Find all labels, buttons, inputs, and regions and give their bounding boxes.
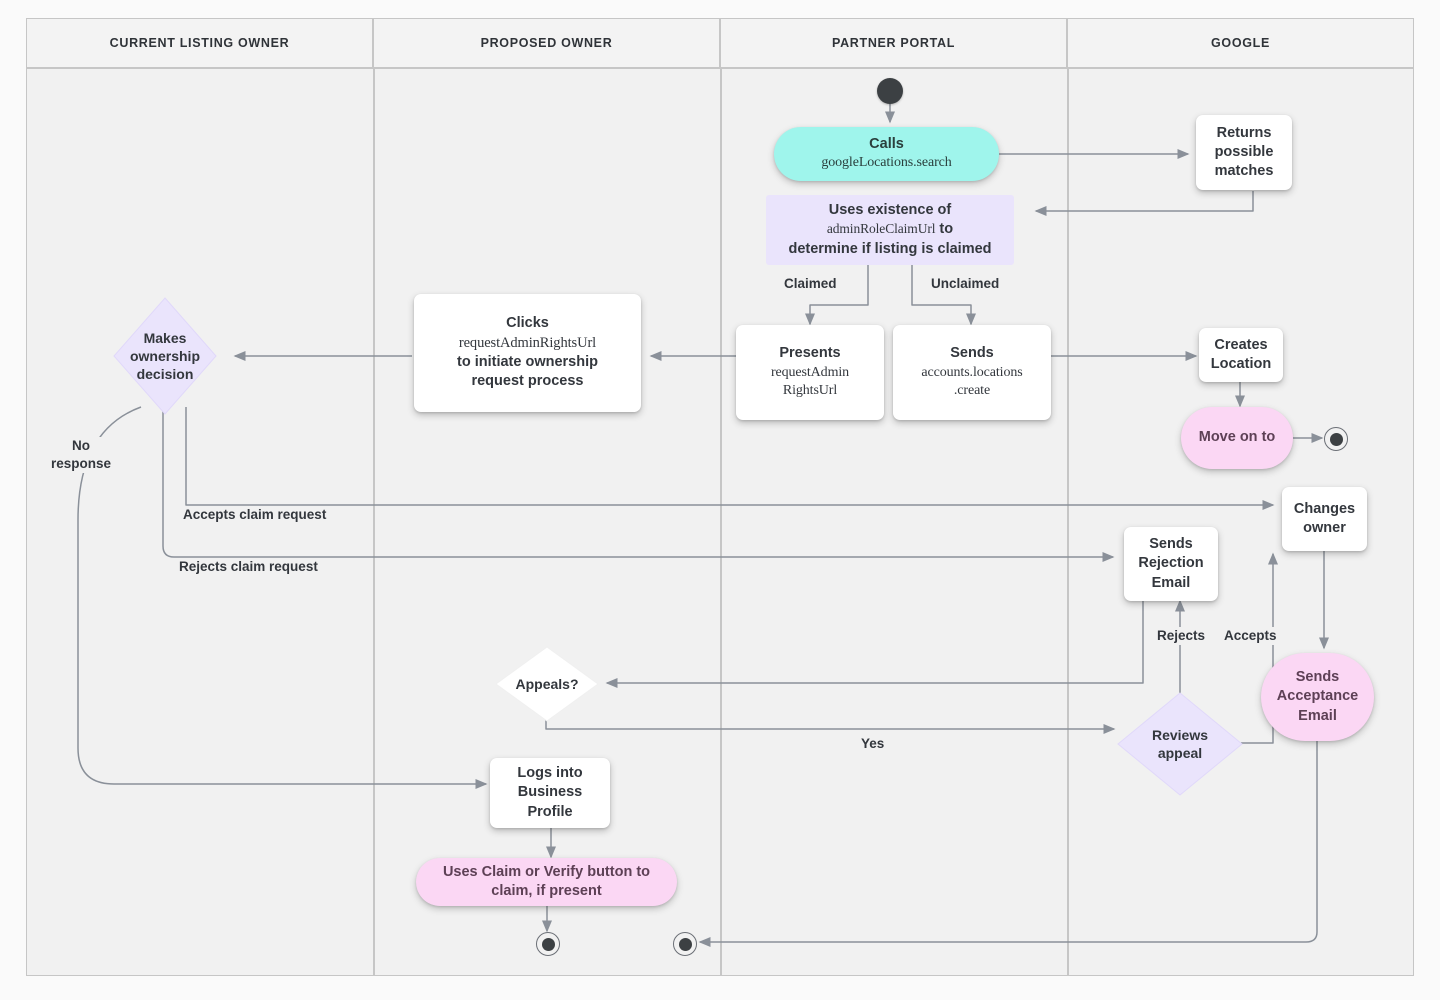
edge-decision-accepts [185, 407, 1275, 510]
node-line: Makes [143, 329, 187, 346]
node-move-on-to[interactable]: Move on to [1181, 407, 1293, 469]
edge-label-rejects: Rejects [1154, 627, 1209, 646]
edge-label-yes: Yes [858, 735, 888, 754]
node-line: Logs into [517, 765, 583, 782]
node-changes-owner[interactable]: Changes owner [1282, 487, 1367, 551]
node-line-mono: googleLocations.search [821, 155, 952, 171]
node-line-mono: requestAdminRightsUrl [458, 334, 597, 351]
node-line: possible [1214, 143, 1274, 160]
diamond-shape [113, 297, 217, 415]
node-line: Location [1210, 356, 1272, 372]
edge-acceptance-to-end [698, 740, 1318, 947]
lane-label: GOOGLE [1211, 36, 1270, 50]
node-uses-claim-or-verify-button[interactable]: Uses Claim or Verify button to claim, if… [416, 858, 677, 906]
edge-appeals-yes [545, 719, 1116, 734]
lane-header-partner-portal: PARTNER PORTAL [720, 18, 1067, 68]
end-node-google [1324, 427, 1348, 451]
node-line: Rejection [1138, 555, 1204, 572]
lane-header-google: GOOGLE [1067, 18, 1414, 68]
node-line-mono: requestAdmin [770, 364, 850, 380]
edge-uses-unclaimed [911, 265, 976, 326]
start-node [877, 78, 903, 104]
node-line: Email [1298, 707, 1337, 724]
node-line: Returns [1216, 124, 1272, 141]
node-line: Sends [1295, 669, 1340, 686]
node-line: Changes [1293, 500, 1356, 517]
node-line: Sends [1149, 536, 1193, 553]
edge-decision-rejects [162, 407, 1115, 562]
node-line: claim, if present [491, 883, 602, 899]
lane-label: PARTNER PORTAL [831, 36, 956, 50]
node-line: Appeals? [515, 675, 579, 692]
node-reviews-appeal[interactable]: Reviews appeal [1117, 692, 1243, 796]
lane-divider-2 [720, 68, 722, 976]
node-line-mono: accounts.locations [921, 364, 1023, 380]
edge-rejection-to-appeals [605, 600, 1144, 688]
node-line: matches [1214, 163, 1274, 180]
node-line: ownership [129, 347, 200, 364]
node-appeals-decision[interactable]: Appeals? [495, 646, 599, 722]
node-creates-location[interactable]: Creates Location [1199, 328, 1283, 382]
node-line-mono: RightsUrl [782, 383, 838, 399]
node-line: owner [1303, 520, 1346, 536]
lane-header-current-listing-owner: CURRENT LISTING OWNER [26, 18, 373, 68]
node-sends-acceptance-email[interactable]: Sends Acceptance Email [1261, 653, 1374, 741]
edge-label-unclaimed: Unclaimed [928, 275, 1003, 294]
edge-label-claimed: Claimed [781, 275, 840, 294]
node-presents-request-admin-rights-url[interactable]: Presents requestAdmin RightsUrl [736, 325, 884, 420]
diamond-shape [495, 646, 599, 722]
node-line: Presents [779, 345, 841, 362]
edge-reviews-accepts [1241, 552, 1278, 744]
node-line-mono: adminRoleClaimUrl [826, 221, 936, 237]
node-line: Calls [869, 136, 904, 153]
node-line: Uses existence of [828, 202, 952, 219]
node-line: Profile [527, 803, 573, 820]
node-line: Acceptance [1276, 688, 1359, 705]
edge-label-accepts-claim-request: Accepts claim request [180, 506, 330, 525]
end-node-proposed-owner [536, 932, 560, 956]
node-line: Move on to [1198, 429, 1276, 446]
node-line-tail: to [935, 221, 954, 238]
node-line: Clicks [506, 315, 549, 332]
node-line: Creates [1214, 336, 1268, 353]
node-uses-existence-admin-role-claim-url[interactable]: Uses existence of adminRoleClaimUrl to d… [766, 195, 1014, 265]
node-sends-rejection-email[interactable]: Sends Rejection Email [1124, 527, 1218, 601]
lane-header-proposed-owner: PROPOSED OWNER [373, 18, 720, 68]
node-sends-accounts-locations-create[interactable]: Sends accounts.locations .create [893, 325, 1051, 420]
node-line: Sends [950, 345, 994, 362]
node-makes-ownership-decision[interactable]: Makes ownership decision [113, 297, 217, 415]
lane-label: PROPOSED OWNER [480, 36, 613, 50]
end-node-partner-portal [673, 932, 697, 956]
node-logs-into-business-profile[interactable]: Logs into Business Profile [490, 758, 610, 828]
node-clicks-request-admin-rights-url[interactable]: Clicks requestAdminRightsUrl to initiate… [414, 294, 641, 412]
node-line: appeal [1157, 745, 1203, 761]
node-line: Business [517, 784, 583, 801]
node-line: decision [136, 366, 194, 383]
edge-uses-claimed [805, 265, 869, 326]
node-line: to initiate ownership [457, 354, 598, 370]
lane-label: CURRENT LISTING OWNER [109, 36, 290, 50]
lane-divider-1 [373, 68, 375, 976]
node-calls-google-locations-search[interactable]: Calls googleLocations.search [774, 127, 999, 181]
node-line: Uses Claim or Verify button to [442, 863, 651, 880]
edge-returns-to-uses [1034, 191, 1254, 216]
lane-divider-3 [1067, 68, 1069, 976]
edge-label-no-response: No response [40, 437, 122, 474]
edge-label-rejects-claim-request: Rejects claim request [176, 558, 321, 577]
node-line: determine if listing is claimed [788, 240, 992, 257]
node-line-mono: .create [953, 383, 991, 399]
edge-label-accepts: Accepts [1221, 627, 1280, 646]
diamond-shape [1117, 692, 1243, 796]
edge-decision-no-response [77, 406, 488, 789]
node-returns-possible-matches[interactable]: Returns possible matches [1196, 115, 1292, 190]
node-line: request process [471, 373, 584, 390]
node-line: Reviews [1151, 726, 1209, 743]
node-line: Email [1151, 574, 1191, 591]
